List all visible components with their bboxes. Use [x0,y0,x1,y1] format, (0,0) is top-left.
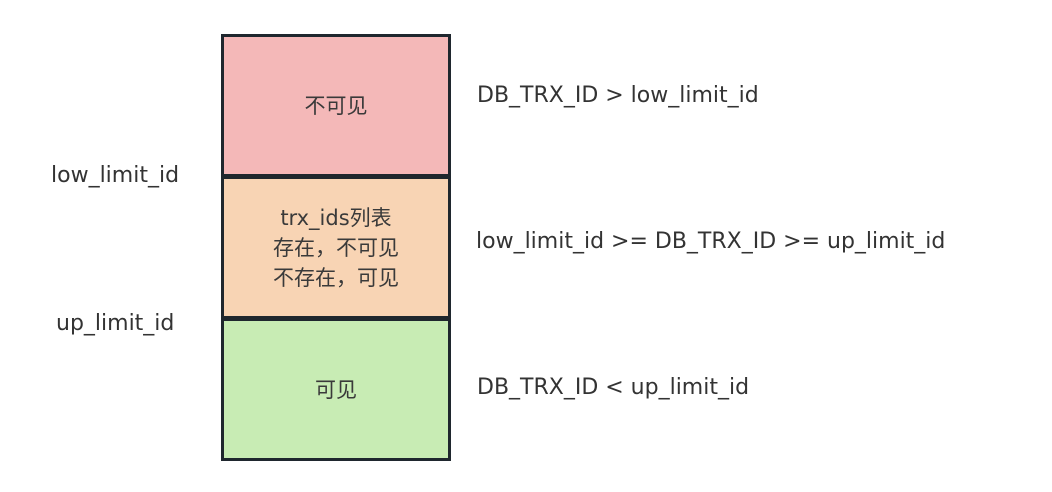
condition-top: DB_TRX_ID > low_limit_id [477,83,759,108]
low-limit-id-label: low_limit_id [51,163,180,188]
up-limit-id-label: up_limit_id [56,311,175,336]
trx-ids-region-box: trx_ids列表 存在，不可见 不存在，可见 [221,176,451,319]
condition-middle: low_limit_id >= DB_TRX_ID >= up_limit_id [476,229,946,254]
trx-ids-line-1: trx_ids列表 [280,205,392,230]
visible-region-label: 可见 [315,377,357,402]
visible-region-box: 可见 [221,318,451,461]
trx-ids-line-3: 不存在，可见 [273,265,399,290]
condition-bottom: DB_TRX_ID < up_limit_id [477,375,750,400]
trx-ids-line-2: 存在，不可见 [273,235,399,260]
invisible-region-label: 不可见 [304,93,368,118]
invisible-region-box: 不可见 [221,34,451,177]
